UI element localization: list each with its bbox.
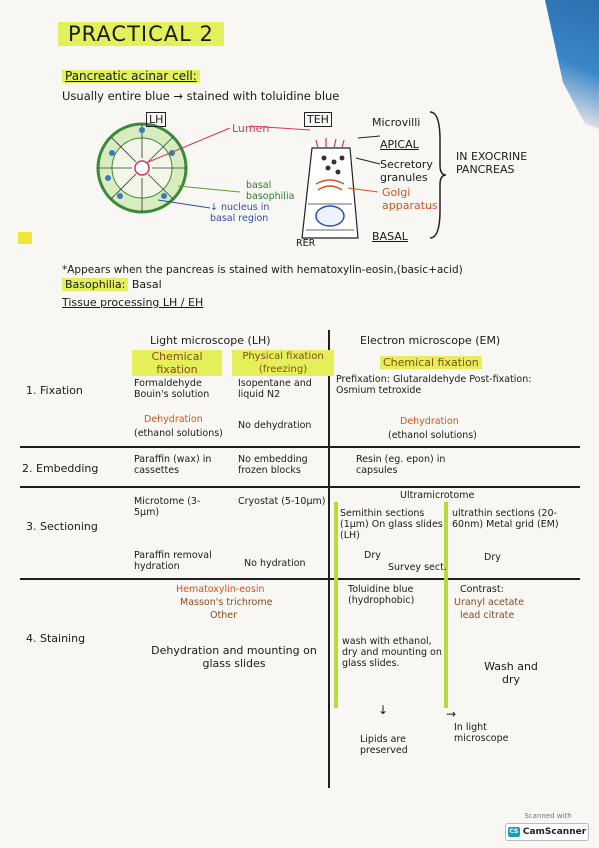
microvilli-label: Microvilli [372,116,421,129]
lumen-label: Lumen [232,122,270,135]
acinus-lumen [134,160,150,176]
embedding-lm-1: Paraffin (wax) in cassettes [134,454,212,476]
table-divider-row1 [20,446,580,448]
semithin-label: Semithin sections (1μm) On glass slides … [340,508,443,541]
nucleus [315,205,345,227]
teh-box: TEH [304,112,332,127]
arrow-down-icon: ↓ [378,703,389,717]
embedding-lm-2: No embedding frozen blocks [238,454,308,476]
ethanol-lm: (ethanol solutions) [134,428,223,439]
appears-note: *Appears when the pancreas is stained wi… [62,264,463,276]
section-heading: Pancreatic acinar cell: [62,70,200,83]
lipids-label: Lipids are preserved [360,734,408,756]
camscanner-logo-icon: CS [507,827,520,837]
table-divider-vertical [328,330,330,788]
no-dehydration-lm: No dehydration [238,420,312,431]
page-title: PRACTICAL 2 [58,22,224,46]
dehydration-mounting-label: Dehydration and mounting on glass slides [151,644,317,670]
wash-ethanol-label: wash with ethanol, dry and mounting on g… [342,636,442,669]
scanned-with-label: Scanned with [524,812,572,820]
no-hydration-label: No hydration [244,558,306,569]
row-embedding-label: 2. Embedding [22,462,99,475]
page-corner-fold [545,0,599,150]
ultrathin-label: ultrathin sections (20-60nm) Metal grid … [452,508,559,530]
lead-citrate-label: lead citrate [460,610,515,621]
em-header: Electron microscope (EM) [360,334,501,347]
dehydration-em: Dehydration [400,416,459,427]
table-divider-row3 [20,578,580,580]
acinar-cell-diagram [96,122,381,239]
paraffin-removal-label: Paraffin removal hydration [134,550,212,572]
contrast-label: Contrast: [460,584,504,595]
chemical-fixation-header: Chemical fixation [132,350,222,376]
basophilia-term: Basophilia: [62,278,129,291]
ethanol-em: (ethanol solutions) [388,430,477,441]
other-label: Other [210,610,237,621]
ultramicrotome-label: Ultramicrotome [400,490,475,501]
lm-header: Light microscope (LH) [150,334,271,347]
lh-box: LH [146,112,167,127]
secretory-label: Secretory granules [380,158,433,184]
row-fixation-label: 1. Fixation [26,384,83,397]
he-stain-label: Hematoxylin-eosin [176,584,265,595]
in-light-label: In light microscope [454,722,509,744]
brace-icon [429,111,447,239]
table-divider-row2 [20,486,580,488]
in-exocrine-label: IN EXOCRINE PANCREAS [456,150,528,176]
dry-label-1: Dry [364,550,381,561]
toluidine-label: Toluidine blue (hydrophobic) [348,584,415,606]
basophilia-value: Basal [131,278,162,291]
highlight-bar-2 [444,502,448,708]
rer-label: RER [296,238,316,249]
row-staining-label: 4. Staining [26,632,86,645]
fixation-physical-lm: Isopentane and liquid N2 [238,378,312,400]
dry-label-2: Dry [484,552,501,563]
row-sectioning-label: 3. Sectioning [26,520,98,533]
em-chemical-fixation-header: Chemical fixation [380,356,482,369]
uranyl-label: Uranyl acetate [454,597,524,608]
survey-label: Survey sect. [388,562,447,573]
cryostat-label: Cryostat (5-10μm) [238,496,326,507]
highlight-bar-1 [334,502,338,708]
highlight-mark [18,232,32,244]
wash-dry-label: Wash and dry [484,660,538,686]
intro-line: Usually entire blue → stained with tolui… [62,89,340,103]
physical-fixation-header: Physical fixation (freezing) [232,350,334,376]
apical-label: APICAL [380,138,419,151]
dehydration-lm: Dehydration [144,414,203,425]
basal-basophilia-label: basal basophilia [246,180,295,202]
tissue-processing-label: Tissue processing LH / EH [62,296,204,309]
nucleus-label: ↓ nucleus in basal region [210,202,270,224]
masson-label: Masson's trichrome [180,597,273,608]
camscanner-label: CamScanner [522,827,587,837]
golgi-label: Golgi apparatus [382,186,438,212]
basal-label: BASAL [372,230,408,243]
fixation-chemical-lm: Formaldehyde Bouin's solution [134,378,210,400]
arrow-right-icon: → [446,707,457,721]
fixation-em: Prefixation: Glutaraldehyde Post-fixatio… [336,374,532,396]
embedding-em: Resin (eg. epon) in capsules [356,454,446,476]
microtome-label: Microtome (3-5μm) [134,496,201,518]
